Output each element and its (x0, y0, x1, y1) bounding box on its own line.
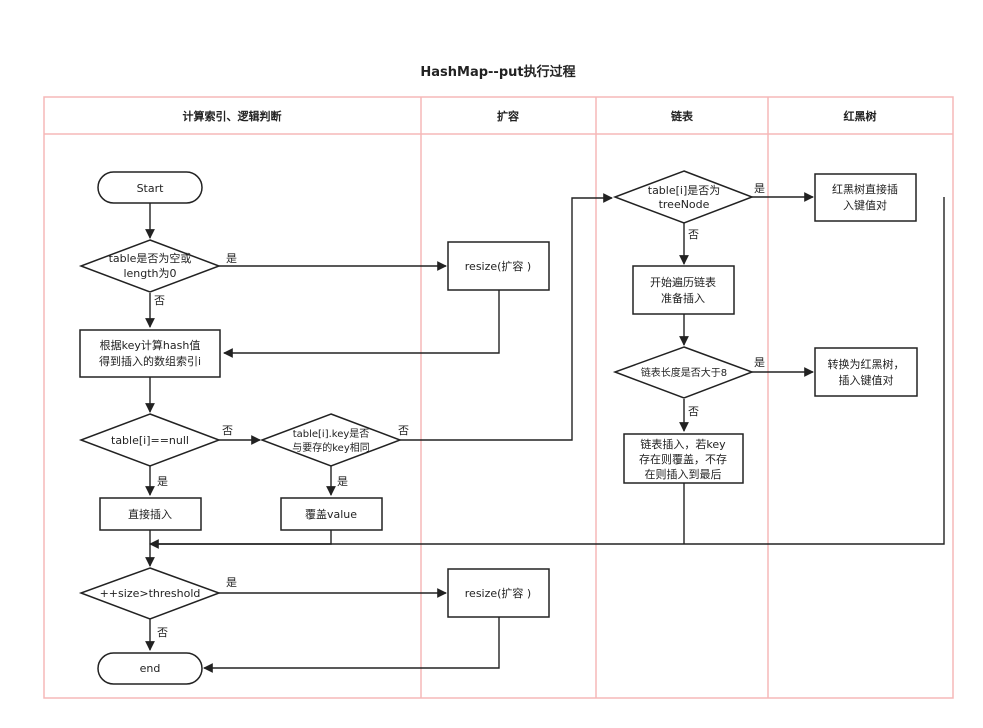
end-terminal: end (97, 652, 203, 685)
edge-label-no-keycheck: 否 (222, 424, 233, 437)
edge-label-no-traverse: 否 (688, 228, 699, 241)
decision-size-threshold: ++size>threshold (78, 567, 222, 620)
edge-label-no-list: 否 (398, 424, 409, 437)
svg-text:插入键值对: 插入键值对 (839, 373, 894, 387)
edge-label-yes-resize: 是 (226, 252, 237, 265)
direct-insert-box: 直接插入 (99, 497, 202, 531)
svg-text:Start: Start (137, 182, 165, 195)
edges (145, 192, 945, 673)
lane-header-linked-list: 链表 (671, 109, 694, 123)
svg-text:红黑树直接插: 红黑树直接插 (832, 182, 898, 196)
svg-text:链表长度是否大于8: 链表长度是否大于8 (641, 366, 727, 379)
decision-list-length: 链表长度是否大于8 (612, 346, 755, 399)
svg-text:开始遍历链表: 开始遍历链表 (650, 275, 716, 289)
lane-header-index-logic: 计算索引、逻辑判断 (183, 109, 282, 123)
edge-label-yes-resize2: 是 (226, 576, 237, 589)
svg-text:直接插入: 直接插入 (128, 507, 172, 521)
svg-text:与要存的key相同: 与要存的key相同 (292, 441, 370, 454)
svg-text:链表插入，若key: 链表插入，若key (640, 437, 726, 451)
edge-label-yes-rbinsert: 是 (754, 182, 765, 195)
svg-text:覆盖value: 覆盖value (305, 507, 357, 521)
svg-text:++size>threshold: ++size>threshold (100, 587, 201, 600)
diagram-title: HashMap--put执行过程 (420, 64, 575, 80)
svg-text:根据key计算hash值: 根据key计算hash值 (100, 338, 201, 352)
svg-text:table是否为空或: table是否为空或 (109, 251, 192, 265)
resize-box-1: resize(扩容 ) (447, 241, 550, 291)
rbtree-insert-box: 红黑树直接插 入键值对 (814, 173, 917, 222)
decision-is-treenode: table[i]是否为 treeNode (612, 170, 755, 224)
start-terminal: Start (97, 171, 203, 204)
svg-text:table[i]是否为: table[i]是否为 (648, 184, 721, 197)
edge-label-yes-direct: 是 (157, 475, 168, 488)
edge-label-no-calc: 否 (154, 294, 165, 307)
edge-label-yes-overwrite: 是 (337, 475, 348, 488)
svg-text:resize(扩容 ): resize(扩容 ) (465, 259, 531, 273)
decision-key-equal: table[i].key是否 与要存的key相同 (259, 413, 403, 467)
lane-header-red-black-tree: 红黑树 (844, 109, 877, 123)
compute-index-box: 根据key计算hash值 得到插入的数组索引i (79, 329, 221, 378)
svg-text:准备插入: 准备插入 (661, 291, 705, 305)
svg-text:resize(扩容 ): resize(扩容 ) (465, 586, 531, 600)
svg-text:table[i].key是否: table[i].key是否 (293, 428, 370, 440)
lane-header-resize: 扩容 (497, 109, 519, 123)
resize-box-2: resize(扩容 ) (447, 568, 550, 618)
svg-text:length为0: length为0 (123, 267, 176, 280)
list-insert-box: 链表插入，若key 存在则覆盖，不存 在则插入到最后 (623, 433, 744, 484)
svg-text:treeNode: treeNode (659, 198, 710, 211)
svg-text:存在则覆盖，不存: 存在则覆盖，不存 (639, 452, 727, 466)
edge-label-yes-convert: 是 (754, 356, 765, 369)
traverse-list-box: 开始遍历链表 准备插入 (632, 265, 735, 315)
decision-table-empty: table是否为空或 length为0 (78, 239, 222, 293)
overwrite-value-box: 覆盖value (280, 497, 383, 531)
svg-text:转换为红黑树，: 转换为红黑树， (828, 357, 905, 371)
svg-text:在则插入到最后: 在则插入到最后 (645, 467, 722, 481)
svg-text:end: end (140, 662, 161, 675)
convert-rbtree-box: 转换为红黑树， 插入键值对 (814, 347, 918, 397)
svg-text:入键值对: 入键值对 (843, 198, 887, 212)
decision-bucket-null: table[i]==null (78, 413, 222, 467)
svg-text:得到插入的数组索引i: 得到插入的数组索引i (99, 354, 201, 368)
edge-label-no-end: 否 (157, 626, 168, 639)
svg-text:table[i]==null: table[i]==null (111, 434, 189, 447)
edge-label-no-listinsert: 否 (688, 405, 699, 418)
